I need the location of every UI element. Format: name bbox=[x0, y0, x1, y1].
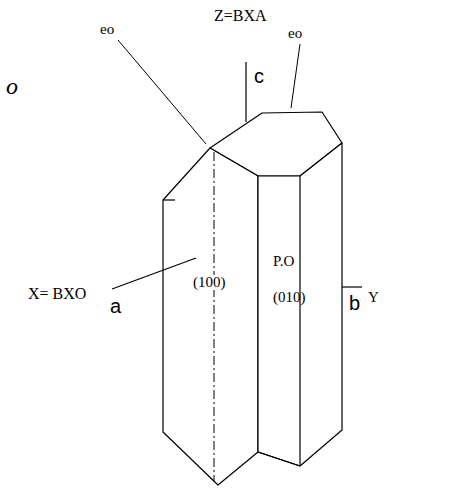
axis-line bbox=[214, 152, 215, 481]
face-symbol: eo bbox=[100, 22, 114, 37]
axis-line bbox=[112, 258, 196, 289]
front-face bbox=[163, 148, 258, 485]
axis-line bbox=[342, 286, 362, 287]
axis-line bbox=[245, 62, 246, 122]
leader-line bbox=[291, 44, 300, 108]
side-face bbox=[258, 143, 342, 466]
script-mark: o bbox=[6, 74, 18, 98]
face-symbol: eo bbox=[288, 26, 302, 41]
axis-title: Z=BXA bbox=[214, 8, 267, 24]
face-edge bbox=[163, 199, 175, 200]
face-index: (010) bbox=[273, 290, 306, 305]
face-index: (100) bbox=[192, 275, 227, 290]
axis-letter: c bbox=[254, 66, 264, 86]
face-edge bbox=[258, 452, 300, 466]
axis-title: Y bbox=[368, 290, 379, 305]
axis-letter: b bbox=[349, 293, 360, 313]
face-name: P.O bbox=[273, 254, 294, 269]
axis-title: X= BXO bbox=[28, 286, 86, 302]
leader-line bbox=[118, 40, 206, 144]
axis-letter: a bbox=[110, 296, 121, 316]
face-edge bbox=[299, 176, 300, 466]
